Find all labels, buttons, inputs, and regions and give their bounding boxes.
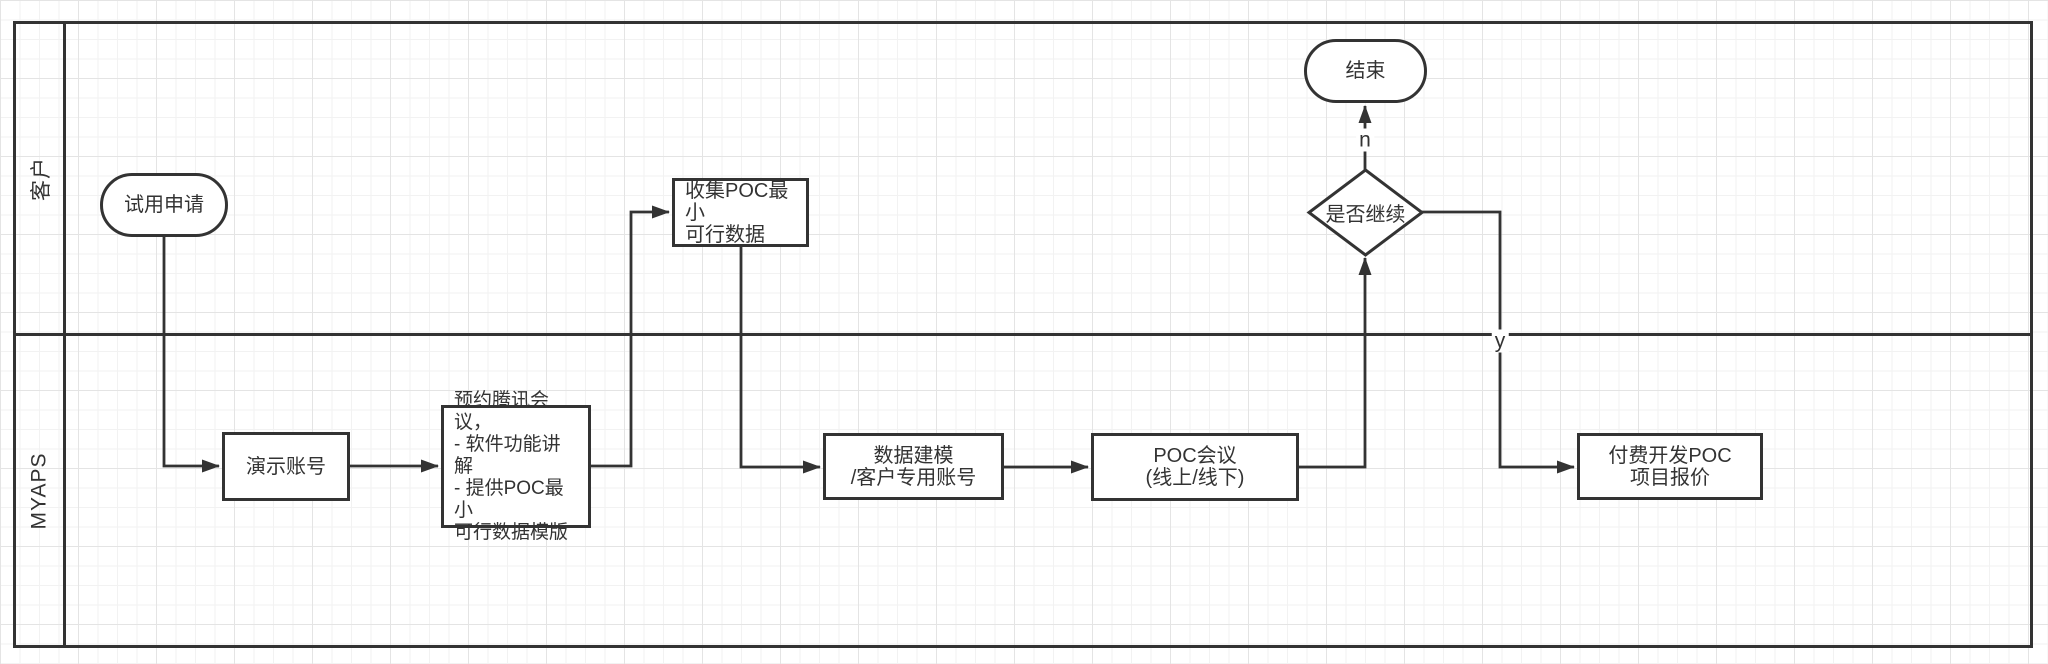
node-schedule-meeting-label: 预约腾讯会议， - 软件功能讲解 - 提供POC最小 可行数据模版 <box>454 389 569 543</box>
edge-collect-to-modeling <box>739 247 821 474</box>
edge-label-yes: y <box>1491 329 1509 353</box>
edge-label-no: n <box>1356 128 1374 152</box>
node-paid-quote[interactable]: 付费开发POC 项目报价 <box>1577 433 1763 500</box>
node-decision[interactable]: 是否继续 <box>1309 170 1422 255</box>
node-collect-data[interactable]: 收集POC最小 可行数据 <box>672 178 809 247</box>
node-data-modeling[interactable]: 数据建模 /客户专用账号 <box>823 433 1004 500</box>
node-paid-quote-label: 付费开发POC 项目报价 <box>1608 444 1732 489</box>
node-data-modeling-label: 数据建模 /客户专用账号 <box>850 444 977 489</box>
node-end-label: 结束 <box>1345 60 1386 82</box>
node-schedule-meeting[interactable]: 预约腾讯会议， - 软件功能讲解 - 提供POC最小 可行数据模版 <box>441 390 591 543</box>
node-start-label: 试用申请 <box>124 194 204 216</box>
node-demo-account[interactable]: 演示账号 <box>222 432 350 501</box>
lane-divider <box>13 333 2033 336</box>
node-poc-meeting-label: POC会议 (线上/线下) <box>1145 445 1245 489</box>
edge-pocmeeting-to-decision <box>1299 257 1372 469</box>
node-demo-account-label: 演示账号 <box>246 455 326 478</box>
node-end[interactable]: 结束 <box>1304 39 1427 103</box>
node-poc-meeting[interactable]: POC会议 (线上/线下) <box>1091 433 1299 501</box>
decision-diamond-shape[interactable] <box>1306 168 1425 257</box>
node-collect-data-label: 收集POC最小 可行数据 <box>685 179 789 246</box>
edge-start-to-demo <box>162 237 220 473</box>
node-start[interactable]: 试用申请 <box>100 173 228 237</box>
edge-meeting-to-collect <box>591 205 670 468</box>
node-decision-label: 是否继续 <box>1325 204 1406 226</box>
